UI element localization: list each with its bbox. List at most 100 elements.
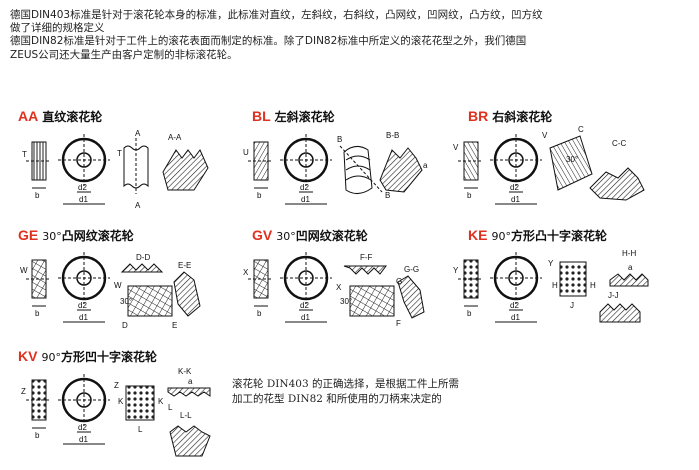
face-label: X [243, 268, 249, 277]
diagram-br: V b d2 d1 V C 30° C-C [453, 125, 645, 205]
section-code: AA [18, 108, 39, 124]
dim-d1: d1 [511, 195, 520, 204]
section-a: A [135, 129, 141, 138]
view-ee: E-E [178, 261, 191, 270]
dim-d1: d1 [301, 313, 310, 322]
face-label: V [453, 143, 459, 152]
section-view-d [120, 263, 164, 273]
face-label: Y [453, 266, 459, 275]
face-label: Z [114, 381, 119, 390]
section-k: K [118, 397, 124, 406]
angle-30: 30° [340, 297, 352, 306]
dim-a: a [188, 377, 193, 386]
section-view [589, 167, 645, 201]
section-name: 直纹滚花轮 [42, 110, 103, 124]
diagram-ke: Y b d2 d1 Y H H J H-H a J-J [453, 249, 649, 323]
section-h: H [590, 281, 596, 290]
section-degree: 30° [42, 230, 62, 243]
angle-30: 30° [566, 155, 578, 164]
diagram-aa: T b d2 d1 T A A A-A [22, 129, 209, 210]
section-view-l [169, 425, 211, 457]
view-ll: L-L [180, 411, 192, 420]
section-f: F [396, 319, 401, 328]
section-view-k [167, 387, 211, 397]
section-l: L [138, 425, 143, 434]
face-label: Y [548, 259, 554, 268]
face-label: T [22, 150, 27, 159]
section-view-e [173, 271, 201, 317]
intro-text: 德国DIN403标准是针对于滚花轮本身的标准，此标准对直纹，左斜纹，右斜纹，凸网… [10, 9, 690, 62]
intro-line: 德国DIN403标准是针对于滚花轮本身的标准，此标准对直纹，左斜纹，右斜纹，凸网… [10, 9, 543, 21]
section-b: B [385, 191, 390, 200]
section-code: BR [468, 108, 489, 124]
section-name: 右斜滚花轮 [492, 110, 553, 124]
section-name: 凹网纹滚花轮 [295, 229, 368, 243]
section-name: 左斜滚花轮 [274, 110, 335, 124]
dim-b: b [35, 309, 40, 318]
section-code: KV [18, 348, 38, 364]
view-gg: G-G [404, 265, 419, 274]
section-l: L [168, 403, 173, 412]
view-cc: C-C [612, 139, 626, 148]
diagram-gv: X b d2 d1 X 30° G F F-F G-G [243, 252, 425, 328]
dim-b: b [35, 191, 40, 200]
dim-b: b [35, 431, 40, 440]
dim-b: b [257, 309, 262, 318]
dim-d1: d1 [511, 313, 520, 322]
view-bb: B-B [386, 131, 399, 140]
dim-t: T [117, 149, 122, 158]
section-view-j [599, 303, 641, 323]
face-label: W [114, 281, 122, 290]
dim-d2: d2 [510, 183, 519, 192]
dim-a: a [628, 263, 633, 272]
dim-d2: d2 [78, 301, 87, 310]
section-a: A [135, 201, 141, 210]
section-view-h [609, 273, 649, 287]
diagram-kv: Z b d2 d1 Z K K L L K-K a L-L [21, 367, 211, 457]
diagram-bl: U b d2 d1 B B B-B a [243, 131, 428, 205]
face-label: V [542, 131, 548, 140]
dim-d2: d2 [300, 301, 309, 310]
dim-d1: d1 [79, 195, 88, 204]
section-view-g [397, 275, 425, 319]
section-code: BL [252, 108, 271, 124]
section-code: GE [18, 227, 39, 243]
section-name: 方形凹十字滚花轮 [60, 350, 157, 364]
dim-b: b [467, 191, 472, 200]
section-k: K [158, 397, 164, 406]
section-degree: 90° [491, 230, 511, 243]
section-view-f [343, 265, 387, 275]
workpiece [349, 285, 395, 317]
angle-30: 30° [120, 297, 132, 306]
section-view [162, 149, 209, 191]
dim-d2: d2 [78, 423, 87, 432]
section-degree: 90° [41, 351, 61, 364]
dim-b: b [467, 309, 472, 318]
view-dd: D-D [136, 253, 150, 262]
section-e: E [172, 321, 177, 330]
view-ff: F-F [360, 253, 373, 262]
face-label: Z [21, 387, 26, 396]
section-code: GV [252, 227, 273, 243]
intro-line: 德国DIN82标准是针对于工件上的滚花表面而制定的标准。除了DIN82标准中所定… [10, 35, 527, 48]
note-line: 加工的花型 DIN82 和所使用的刀柄来决定的 [232, 392, 442, 405]
section-name: 凸网纹滚花轮 [61, 229, 134, 243]
view-aa: A-A [168, 133, 182, 142]
section-view [379, 147, 423, 193]
face-label: W [20, 266, 28, 275]
dim-a: a [423, 161, 428, 170]
dim-d1: d1 [79, 435, 88, 444]
section-j: J [570, 301, 574, 310]
section-c: C [578, 125, 584, 134]
workpiece [343, 146, 373, 194]
face-label: U [243, 148, 249, 157]
dim-d1: d1 [301, 195, 310, 204]
workpiece [123, 145, 149, 189]
section-degree: 30° [276, 230, 296, 243]
